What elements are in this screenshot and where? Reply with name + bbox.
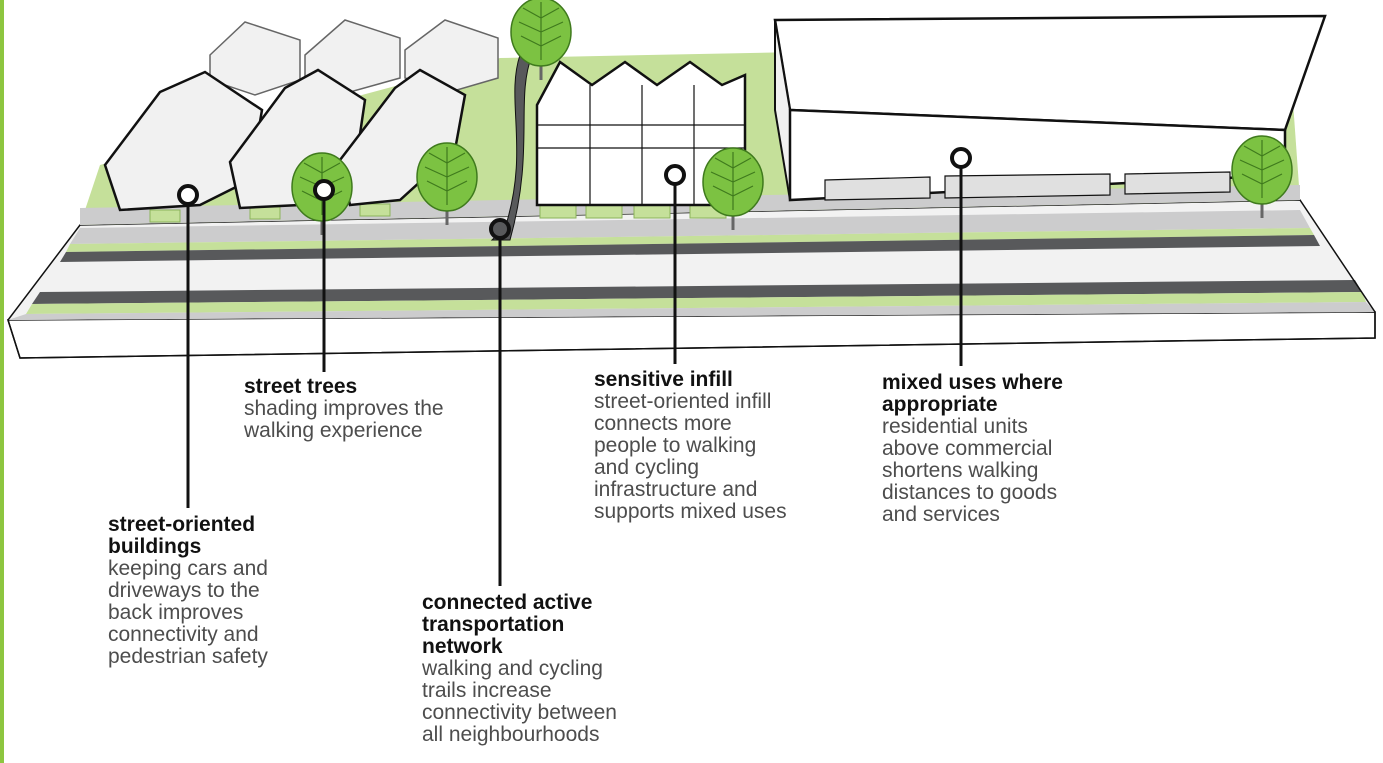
callout-text: above commercial	[882, 437, 1053, 460]
callout-title: street trees	[244, 375, 358, 398]
callout-text: supports mixed uses	[594, 500, 787, 523]
callout-connected-network: connected active transportation network …	[422, 592, 617, 746]
street-slab	[6, 199, 1376, 359]
callout-text: pedestrian safety	[108, 645, 268, 668]
callout-text: people to walking	[594, 434, 757, 457]
callout-title: connected active	[422, 591, 593, 614]
callout-text: walking experience	[244, 419, 423, 442]
callout-title: sensitive infill	[594, 368, 733, 391]
left-accent-bar	[0, 0, 4, 763]
callout-title: street-oriented	[108, 513, 256, 536]
callout-text: and services	[882, 503, 1000, 526]
callout-title: buildings	[108, 535, 202, 558]
callout-text: and cycling	[594, 456, 700, 479]
callout-text: all neighbourhoods	[422, 723, 600, 746]
callout-sensitive-infill: sensitive infill street-oriented infill …	[594, 369, 787, 523]
callout-title: transportation	[422, 613, 565, 636]
callout-text: residential units	[882, 415, 1028, 438]
callout-text: distances to goods	[882, 481, 1058, 504]
callout-text: shortens walking	[882, 459, 1039, 482]
callout-text: connectivity and	[108, 623, 259, 646]
callout-text: connects more	[594, 412, 732, 435]
callout-text: back improves	[108, 601, 244, 624]
front-houses	[103, 68, 467, 212]
callout-text: keeping cars and	[108, 557, 268, 580]
callout-text: shading improves the	[244, 397, 444, 420]
back-houses	[209, 19, 499, 96]
callout-lines	[177, 147, 972, 586]
callout-text: infrastructure and	[594, 478, 758, 501]
callout-text: driveways to the	[108, 579, 260, 602]
callout-text: connectivity between	[422, 701, 617, 724]
mixed-use-building	[773, 14, 1327, 202]
callout-text: trails increase	[422, 679, 552, 702]
callout-title: appropriate	[882, 393, 998, 416]
callout-mixed-uses: mixed uses where appropriate residential…	[882, 372, 1063, 526]
callout-title: mixed uses where	[882, 371, 1063, 394]
callout-title: network	[422, 635, 503, 658]
callout-text: street-oriented infill	[594, 390, 772, 413]
callout-street-trees: street trees shading improves the walkin…	[244, 376, 444, 442]
callout-text: walking and cycling	[422, 657, 603, 680]
callout-street-oriented-buildings: street-oriented buildings keeping cars a…	[108, 514, 268, 668]
